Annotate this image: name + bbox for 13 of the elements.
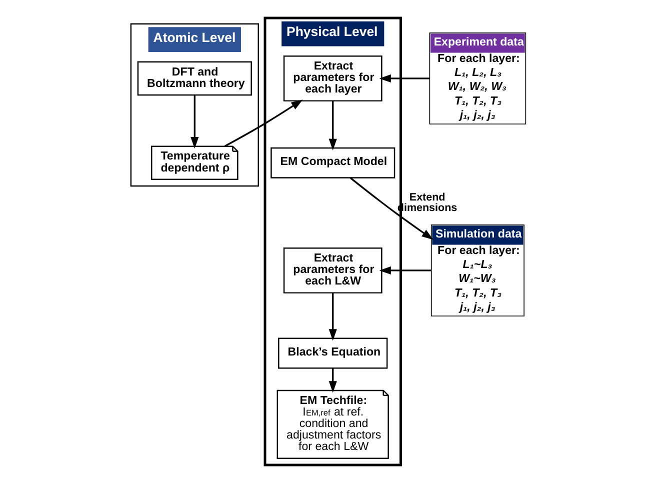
arrow — [328, 292, 336, 341]
arrow — [328, 100, 336, 150]
node-box: Black’s Equation — [278, 338, 388, 369]
arrow — [328, 368, 336, 393]
arrow — [224, 100, 302, 147]
arrow — [349, 177, 433, 240]
node-box: Extract parameters for each L&W — [282, 248, 382, 294]
node-box: DFT and Boltzmann theory — [136, 61, 252, 96]
arrow — [378, 266, 431, 275]
arrow — [190, 95, 198, 149]
node-box: Extract parameters for each layer — [282, 56, 382, 102]
node-box: EM Compact Model — [270, 147, 395, 178]
arrow — [378, 74, 429, 83]
